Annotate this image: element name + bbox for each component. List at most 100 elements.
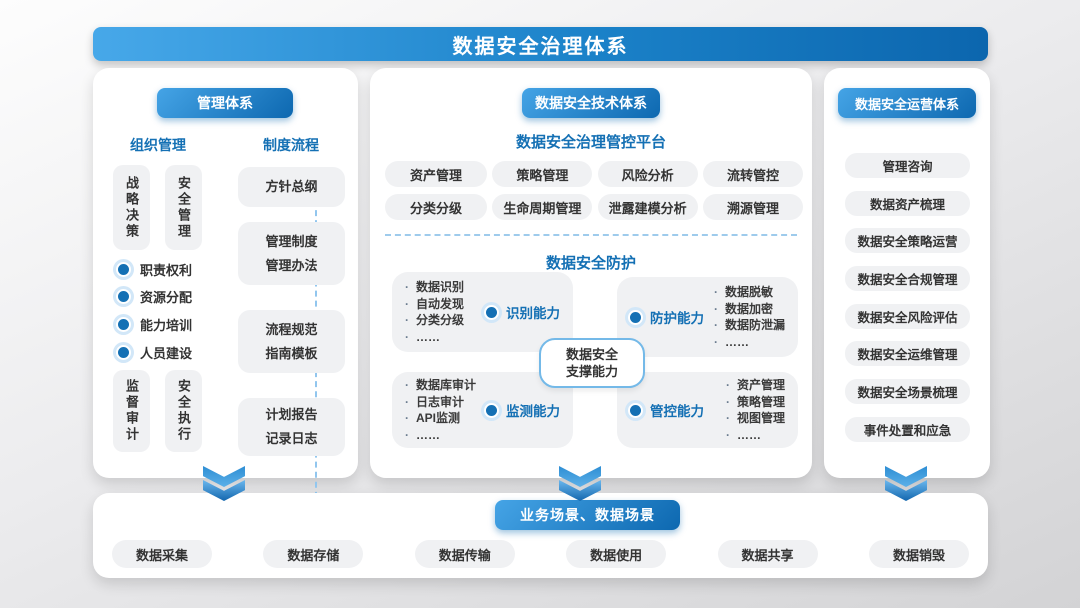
technology-system-header: 数据安全技术体系 [522,88,660,118]
platform-pill: 资产管理 [385,161,487,187]
capability-label-text: 管控能力 [650,404,704,419]
capability-item: 资产管理 [726,377,785,394]
capability-item-list: 资产管理 策略管理 视图管理 …… [726,377,785,443]
scenario-pill: 数据销毁 [868,540,969,568]
security-management-box: 安全管理 [165,165,202,250]
supervision-audit-box: 监督审计 [113,370,150,452]
bullet-dot-icon [630,404,641,416]
strategy-decision-box: 战略决策 [113,165,150,250]
bullet-dot-icon [630,311,641,323]
capability-label: 识别能力 [486,302,560,322]
scenario-pill: 数据共享 [717,540,818,568]
chevron-down-icon [203,466,245,501]
operations-system-panel: 数据安全运营体系 管理咨询 数据资产梳理 数据安全策略运营 数据安全合规管理 数… [824,68,990,478]
capability-item: 数据防泄漏 [714,317,785,334]
operations-item: 数据安全场景梳理 [845,379,970,404]
capability-item-list: 数据识别 自动发现 分类分级 …… [405,279,464,345]
protection-title: 数据安全防护 [545,255,636,272]
bullet-dot-icon [118,291,129,302]
protect-capability-box: 防护能力 数据脱敏 数据加密 数据防泄漏 …… [617,277,798,357]
process-box-line: 指南模板 [265,345,318,361]
operations-item: 事件处置和应急 [845,417,970,442]
capability-item: API监测 [405,410,476,427]
org-bullet-label: 能力培训 [140,318,193,333]
capability-item: 视图管理 [726,410,785,427]
operations-item: 数据安全风险评估 [845,304,970,329]
capability-item: …… [405,329,464,346]
capability-item-list: 数据库审计 日志审计 API监测 …… [405,377,476,443]
bullet-dot-icon [486,306,497,318]
capability-item: 策略管理 [726,394,785,411]
identify-capability-box: 数据识别 自动发现 分类分级 …… 识别能力 [392,272,573,352]
operations-item: 数据安全运维管理 [845,341,970,366]
platform-pill-row: 资产管理 策略管理 风险分析 流转管控 [385,161,803,187]
process-heading: 制度流程 [263,137,319,153]
platform-pill: 分类分级 [385,194,487,220]
platform-pill: 策略管理 [492,161,593,187]
management-system-header: 管理体系 [157,88,293,118]
operations-system-header: 数据安全运营体系 [838,88,976,118]
platform-pill: 流转管控 [702,161,803,187]
capability-label-text: 监测能力 [506,404,560,419]
capability-label: 管控能力 [630,400,704,420]
org-bullet-label: 职责权利 [140,263,193,278]
operations-item: 管理咨询 [845,153,970,178]
support-label-line: 支撑能力 [565,364,618,379]
platform-pill: 生命周期管理 [492,194,593,220]
support-label-line: 数据安全 [565,347,618,362]
section-divider [385,234,797,236]
support-capability-badge: 数据安全 支撑能力 [539,338,645,388]
scenario-panel: 业务场景、数据场景 数据采集 数据存储 数据传输 数据使用 数据共享 数据销毁 [93,493,988,578]
platform-pill-row: 分类分级 生命周期管理 泄露建模分析 溯源管理 [385,194,803,220]
monitor-capability-box: 数据库审计 日志审计 API监测 …… 监测能力 [392,372,573,448]
security-execution-box: 安全执行 [165,370,202,452]
capability-item-list: 数据脱敏 数据加密 数据防泄漏 …… [714,284,785,350]
capability-item: …… [726,427,785,444]
platform-pill: 泄露建模分析 [597,194,698,220]
operations-item: 数据安全合规管理 [845,266,970,291]
capability-item: 分类分级 [405,312,464,329]
chevron-down-icon [559,466,601,501]
title-banner: 数据安全治理体系 [93,27,988,61]
bullet-dot-icon [486,404,497,416]
org-bullet-item: 人员建设 [113,343,192,362]
org-bullet-label: 人员建设 [140,346,193,361]
capability-label-text: 防护能力 [650,311,704,326]
page-title: 数据安全治理体系 [452,35,629,58]
process-box-line: 管理办法 [265,257,318,273]
capability-item: …… [714,334,785,351]
process-box-line: 记录日志 [265,431,318,446]
process-box-regulations: 管理制度 管理办法 [238,222,345,285]
scenario-header: 业务场景、数据场景 [495,500,680,530]
technology-system-panel: 数据安全技术体系 数据安全治理管控平台 资产管理 策略管理 风险分析 流转管控 … [370,68,812,478]
scenario-pill: 数据存储 [263,540,364,568]
scenario-pill-row: 数据采集 数据存储 数据传输 数据使用 数据共享 数据销毁 [112,540,969,568]
scenario-pill: 数据采集 [112,540,212,568]
process-box-line: 管理制度 [265,233,318,249]
org-bullet-item: 资源分配 [113,287,192,306]
platform-title: 数据安全治理管控平台 [515,134,666,151]
scenario-pill: 数据传输 [414,540,515,568]
management-system-panel: 管理体系 组织管理 制度流程 战略决策 安全管理 职责权利 资源分配 能力培训 … [93,68,358,528]
capability-item: …… [405,427,476,444]
capability-item: 数据库审计 [405,377,476,394]
process-box-line: 流程规范 [265,321,318,337]
platform-pill: 溯源管理 [702,194,803,220]
control-capability-box: 管控能力 资产管理 策略管理 视图管理 …… [617,372,798,448]
process-box-templates: 流程规范 指南模板 [238,310,345,373]
org-bullet-item: 职责权利 [113,260,192,279]
capability-item: 自动发现 [405,296,464,313]
process-box-logs: 计划报告 记录日志 [238,398,345,456]
capability-item: 数据脱敏 [714,284,785,301]
bullet-dot-icon [118,264,129,275]
capability-item: 日志审计 [405,394,476,411]
capability-label: 监测能力 [486,400,560,420]
org-bullet-label: 资源分配 [140,290,193,305]
process-box-policy: 方针总纲 [238,167,345,207]
org-management-heading: 组织管理 [130,137,186,153]
operations-item: 数据资产梳理 [845,191,970,216]
process-box-line: 计划报告 [265,407,318,422]
capability-item: 数据加密 [714,301,785,318]
platform-pill: 风险分析 [597,161,698,187]
